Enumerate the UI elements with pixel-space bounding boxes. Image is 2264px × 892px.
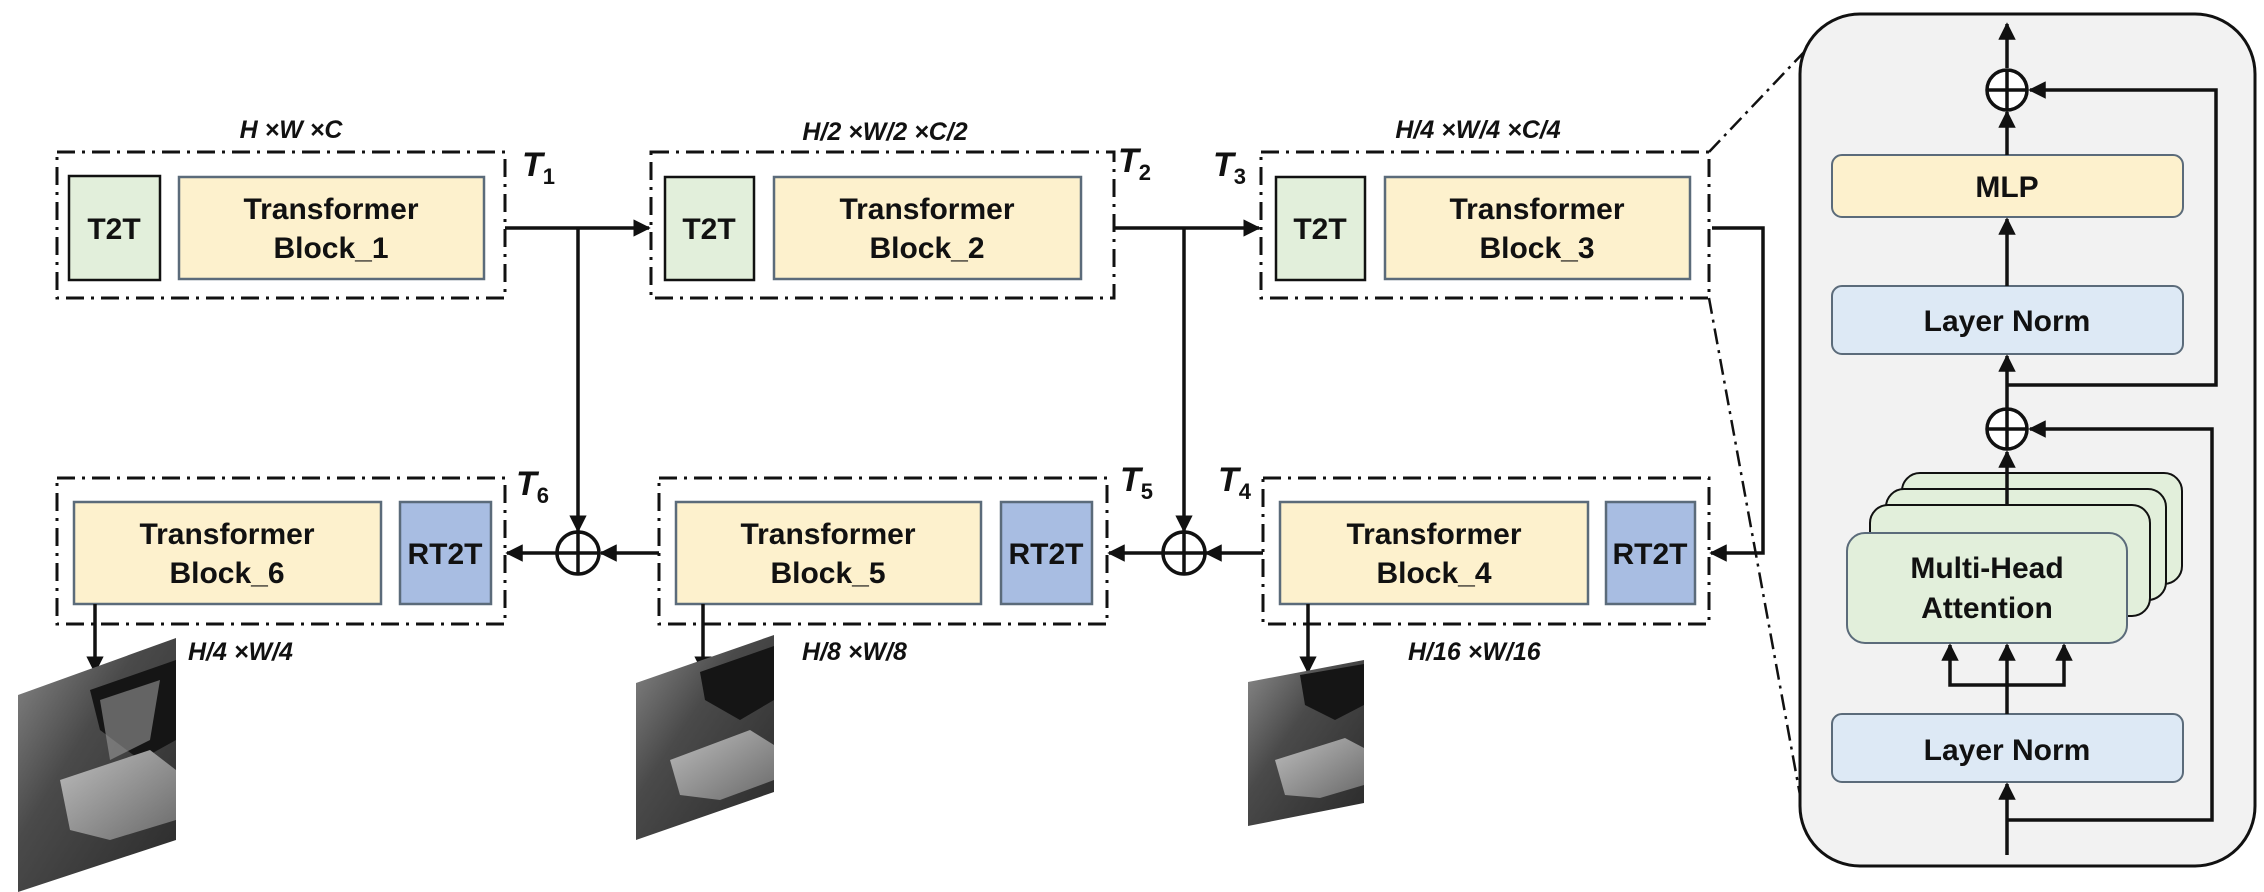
t2t-label-1: T2T xyxy=(87,213,140,246)
transformer-detail-panel: MLP Layer Norm Multi-Head Attention Laye… xyxy=(1798,12,2257,868)
arrow-norm-to-attn-right xyxy=(2007,643,2073,687)
add-node-detail-upper xyxy=(1985,68,2029,112)
add-node-detail-lower xyxy=(1985,407,2029,451)
stage-6-frame xyxy=(55,476,507,626)
transformer-block-2-line1: Transformer xyxy=(839,193,1014,226)
stage-1: T2T Transformer Block_1 H ×W ×C T1 xyxy=(55,116,555,300)
t-label-5: T5 xyxy=(1120,461,1153,504)
rt2t-label-4: RT2T xyxy=(1613,538,1688,571)
stage-6: Transformer Block_6 RT2T H/4 ×W/4 T6 xyxy=(55,465,549,666)
t-label-2: T2 xyxy=(1118,142,1151,185)
multi-head-attention-box xyxy=(1846,532,2128,644)
stage-3-frame xyxy=(1259,150,1711,300)
transformer-block-2 xyxy=(772,175,1083,281)
transformer-block-4-line2: Block_4 xyxy=(1376,557,1491,590)
stage-1-frame xyxy=(55,150,507,300)
zoom-line-bottom xyxy=(1707,297,1802,796)
transformer-block-2-line2: Block_2 xyxy=(869,232,984,265)
transformer-block-4 xyxy=(1278,500,1590,606)
transformer-block-5-line2: Block_5 xyxy=(770,557,885,590)
output-image-5 xyxy=(636,635,774,840)
stage-4-frame xyxy=(1261,476,1711,626)
stage-4: Transformer Block_4 RT2T H/16 ×W/16 T4 xyxy=(1218,461,1711,666)
transformer-block-3-line2: Block_3 xyxy=(1479,232,1594,265)
arrow-norm-to-attn-left xyxy=(1941,643,2007,687)
stage-5-frame xyxy=(657,476,1109,626)
add-node-1 xyxy=(555,530,601,576)
t2t-box-3 xyxy=(1274,175,1367,282)
transformer-block-4-line1: Transformer xyxy=(1346,518,1521,551)
add-node-2 xyxy=(1161,530,1207,576)
transformer-block-5 xyxy=(674,500,983,606)
transformer-block-1-line1: Transformer xyxy=(243,193,418,226)
t-label-6: T6 xyxy=(516,465,549,508)
transformer-block-3-line1: Transformer xyxy=(1449,193,1624,226)
arrow-t3-to-rt2t4 xyxy=(1709,226,1765,562)
output-image-6 xyxy=(18,638,176,892)
dim-label-1: H ×W ×C xyxy=(240,116,344,144)
transformer-block-6 xyxy=(72,500,383,606)
detail-panel-bg xyxy=(1798,12,2257,868)
mlp-label: MLP xyxy=(1975,171,2038,204)
layer-norm-top-label: Layer Norm xyxy=(1924,305,2091,338)
zoom-line-top xyxy=(1708,49,1807,153)
residual-connection-1 xyxy=(2007,420,2214,822)
t-label-1: T1 xyxy=(522,146,555,189)
output-image-4 xyxy=(1248,660,1364,826)
stage-5: Transformer Block_5 RT2T H/8 ×W/8 T5 xyxy=(657,461,1153,666)
rt2t-box-4 xyxy=(1604,500,1697,606)
stage-3: T2T Transformer Block_3 H/4 ×W/4 ×C/4 T3 xyxy=(1213,116,1711,300)
rt2t-box-5 xyxy=(999,500,1094,606)
multi-head-attention-line1: Multi-Head xyxy=(1910,552,2063,585)
transformer-block-1 xyxy=(177,175,486,281)
stage-2-frame xyxy=(649,150,1116,300)
layer-norm-bottom-label: Layer Norm xyxy=(1924,734,2091,767)
rt2t-label-5: RT2T xyxy=(1009,538,1084,571)
transformer-block-3 xyxy=(1383,175,1692,281)
connectors xyxy=(86,219,1765,674)
t2t-box-1 xyxy=(67,174,162,282)
dim-label-2: H/2 ×W/2 ×C/2 xyxy=(802,118,967,146)
dim-label-5: H/8 ×W/8 xyxy=(802,638,907,666)
multi-head-attention-line2: Attention xyxy=(1921,592,2053,625)
stage-2: T2T Transformer Block_2 H/2 ×W/2 ×C/2 T2 xyxy=(649,118,1151,300)
transformer-block-6-line2: Block_6 xyxy=(169,557,284,590)
t-label-4: T4 xyxy=(1218,461,1252,504)
rt2t-label-6: RT2T xyxy=(408,538,483,571)
transformer-block-5-line1: Transformer xyxy=(740,518,915,551)
t2t-label-3: T2T xyxy=(1293,213,1346,246)
transformer-block-1-line2: Block_1 xyxy=(273,232,388,265)
transformer-block-6-line1: Transformer xyxy=(139,518,314,551)
rt2t-box-6 xyxy=(398,500,493,606)
t-label-3: T3 xyxy=(1213,146,1246,189)
t2t-label-2: T2T xyxy=(682,213,735,246)
dim-label-3: H/4 ×W/4 ×C/4 xyxy=(1395,116,1560,144)
t2t-box-2 xyxy=(663,175,756,282)
residual-connection-2 xyxy=(2007,81,2218,387)
dim-label-4: H/16 ×W/16 xyxy=(1408,638,1542,666)
dim-label-6: H/4 ×W/4 xyxy=(188,638,293,666)
